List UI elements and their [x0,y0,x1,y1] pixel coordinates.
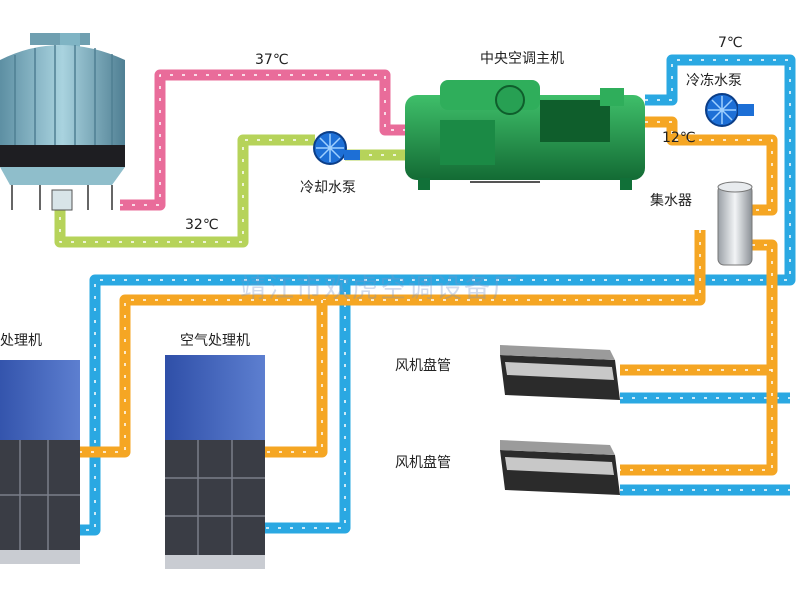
fcu-top [500,345,620,400]
chiller-label: 中央空调主机 [480,51,564,67]
ahu-left-label: 处理机 [0,333,42,349]
ahu-left [0,360,80,564]
cooling-tower [0,33,125,211]
chilled-return-branch-fcu [620,392,790,496]
ahu-right-label: 空气处理机 [180,333,250,349]
chilled-pump-label: 冷冻水泵 [686,73,742,89]
temp-chilled-return: 12℃ [662,130,696,146]
collector-label: 集水器 [650,193,692,209]
cooling-pump-label: 冷却水泵 [300,180,356,196]
temp-cooling-return: 32℃ [185,217,219,233]
cooling-supply-pipe [120,69,405,211]
temp-chilled-supply: 7℃ [718,35,743,51]
ahu-right [165,355,265,569]
chilled-return-branch-ahu [265,280,351,534]
watermark-text: 靖江市欢虎空调设备厂 [240,274,521,304]
chilled-pump [705,93,754,127]
temp-cooling-supply: 37℃ [255,52,289,68]
pipes [54,54,796,536]
chilled-supply-branch-ahu [265,300,328,458]
fcu-top-label: 风机盘管 [395,358,451,374]
chiller-unit [405,80,645,190]
cooling-pump [313,131,360,165]
fcu-bottom-label: 风机盘管 [395,455,451,471]
fcu-bottom [500,440,620,495]
water-collector [717,181,753,266]
